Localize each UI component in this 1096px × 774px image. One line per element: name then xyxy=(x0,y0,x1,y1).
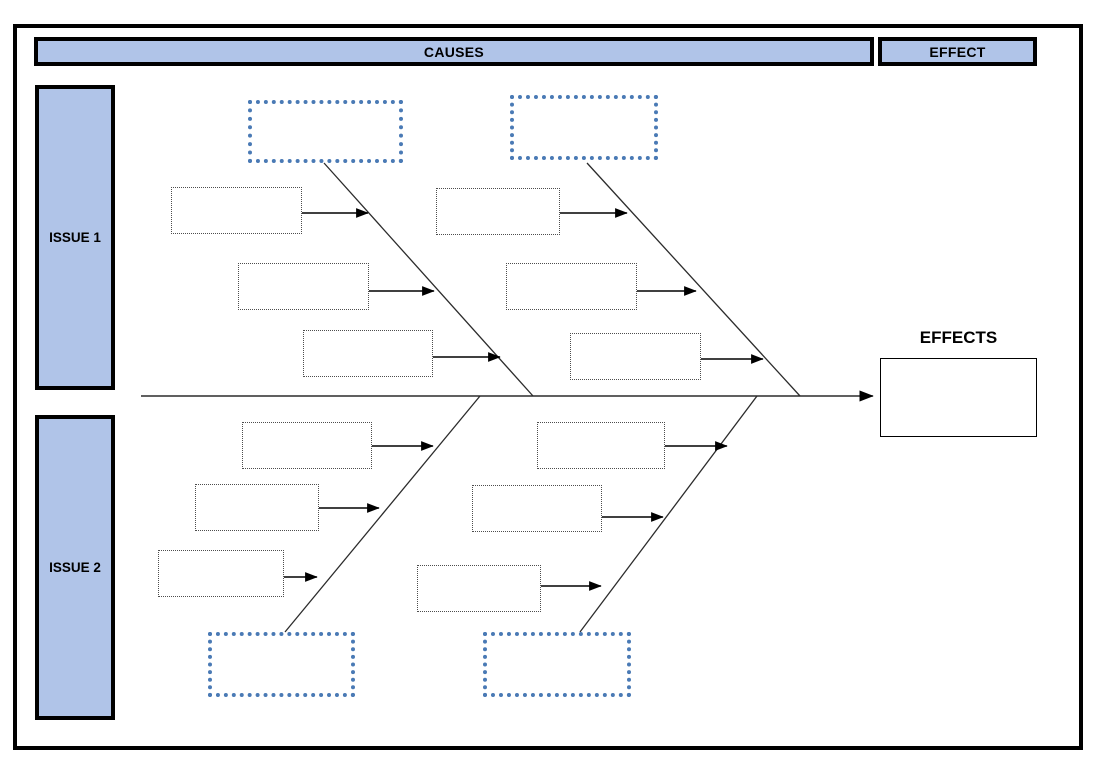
causes-header-label: CAUSES xyxy=(423,43,485,60)
cause-box-ur-1[interactable] xyxy=(436,188,560,235)
cause-box-lr-2[interactable] xyxy=(472,485,602,532)
cause-box-ll-3[interactable] xyxy=(158,550,284,597)
cause-box-ul-head[interactable] xyxy=(248,100,403,163)
effect-header-bar: EFFECT xyxy=(878,37,1037,66)
causes-header-bar: CAUSES xyxy=(34,37,874,66)
sidebar-item-issue-1[interactable]: ISSUE 1 xyxy=(35,85,115,390)
issue-1-label: ISSUE 1 xyxy=(49,230,101,245)
effect-header-label: EFFECT xyxy=(929,43,986,60)
cause-box-ll-2[interactable] xyxy=(195,484,319,531)
cause-box-ur-3[interactable] xyxy=(570,333,701,380)
cause-box-lr-3[interactable] xyxy=(417,565,541,612)
cause-box-ul-1[interactable] xyxy=(171,187,302,234)
cause-box-lr-foot[interactable] xyxy=(483,632,631,697)
cause-box-ll-foot[interactable] xyxy=(208,632,355,697)
cause-box-ur-2[interactable] xyxy=(506,263,637,310)
sidebar-item-issue-2[interactable]: ISSUE 2 xyxy=(35,415,115,720)
cause-box-ll-1[interactable] xyxy=(242,422,372,469)
effects-title: EFFECTS xyxy=(919,328,998,347)
cause-box-ul-3[interactable] xyxy=(303,330,433,377)
cause-box-lr-1[interactable] xyxy=(537,422,665,469)
cause-box-ul-2[interactable] xyxy=(238,263,369,310)
issue-2-label: ISSUE 2 xyxy=(49,560,101,575)
cause-box-ur-head[interactable] xyxy=(510,95,658,160)
effects-result-box[interactable] xyxy=(880,358,1037,437)
